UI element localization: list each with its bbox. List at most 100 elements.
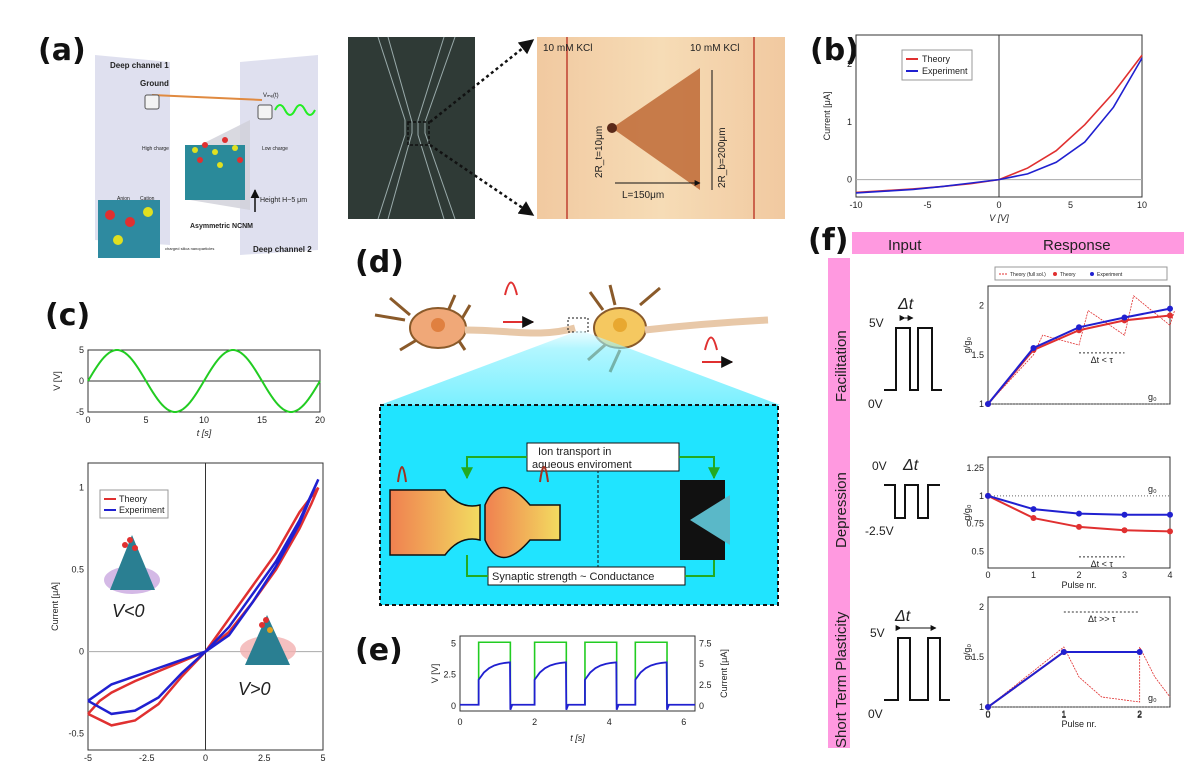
data-point — [1167, 528, 1173, 535]
cation-label: Cation — [140, 196, 155, 202]
x-tick-label: 5 — [143, 415, 148, 425]
x-tick-label: 0 — [85, 415, 90, 425]
deep-channel-1-label: Deep channel 1 — [110, 61, 169, 70]
y-tick-label: 1.25 — [966, 463, 984, 473]
panel-label-c: (c) — [45, 298, 90, 333]
input-f2-dt: Δt — [902, 457, 919, 474]
kcl-left-label: 10 mM KCl — [543, 43, 592, 54]
y-tick-label: 0 — [79, 647, 84, 657]
data-point — [1030, 515, 1037, 522]
chart-c-bottom: -5-2.502.55-0.500.51V [V]Current [μA]The… — [50, 462, 326, 763]
y-tick-label: 0 — [451, 701, 456, 711]
annotation-v-neg: V<0 — [112, 601, 145, 621]
series-sine — [87, 349, 321, 413]
data-point — [1136, 649, 1143, 655]
y-tick-label: -5 — [76, 407, 84, 417]
input-f1-high: 5V — [869, 316, 884, 330]
interval-label: Δt < τ — [1091, 559, 1114, 569]
y-tick-label: 1 — [979, 702, 984, 712]
legend-label: Experiment — [922, 66, 968, 76]
zoomed-channel-image: 10 mM KCl 10 mM KCl 2R_t=10μm 2R_b=200μm… — [537, 37, 785, 219]
x-axis-label: t [s] — [197, 428, 212, 438]
data-point — [1121, 314, 1128, 321]
legend-label: Theory — [119, 494, 148, 504]
data-point — [1076, 510, 1082, 517]
x-tick-label: 0 — [996, 200, 1001, 210]
legend-box — [99, 489, 169, 519]
data-point — [1167, 305, 1173, 312]
data-point — [1030, 344, 1037, 351]
series-experiment — [87, 478, 320, 716]
data-point — [1060, 649, 1067, 655]
kcl-right-label: 10 mM KCl — [690, 43, 739, 54]
y-tick-label: 1 — [847, 117, 852, 127]
x-tick-label: 1 — [1031, 570, 1036, 580]
legend-label: Experiment — [119, 505, 165, 515]
series-full-solution — [987, 295, 1175, 405]
input-f3-low: 0V — [868, 707, 883, 721]
legend-box — [901, 49, 973, 81]
x-tick-label: -2.5 — [139, 753, 155, 763]
device-schematic: Deep channel 1 Deep channel 2 Ground Vₘₑ… — [95, 55, 318, 258]
y-tick-label: 0.5 — [71, 565, 84, 575]
input-f1-low: 0V — [868, 397, 883, 411]
y-tick-label: 5 — [451, 638, 456, 648]
y-tick-label: 1.5 — [971, 350, 984, 360]
plot-frame — [459, 635, 696, 712]
tip-diameter-label: 2R_t=10μm — [594, 126, 605, 178]
x-tick-label: 2 — [1137, 709, 1142, 719]
base-diameter-label: 2R_b=200μm — [717, 127, 728, 188]
ion-transport-line2: aqueous enviroment — [532, 459, 632, 471]
y-right-tick-label: 7.5 — [699, 638, 712, 648]
y-axis-label: V [V] — [430, 664, 440, 684]
synapse-box: Ion transport in aqueous enviroment Syna… — [379, 404, 779, 606]
x-tick-label: 10 — [199, 415, 209, 425]
y-tick-label: 0.5 — [971, 546, 984, 556]
data-point — [1030, 506, 1037, 513]
input-f3-high: 5V — [870, 626, 885, 640]
g0-label: g₀ — [1148, 693, 1157, 703]
ncnm-label: Asymmetric NCNM — [190, 223, 253, 230]
panel-label-b: (b) — [810, 33, 859, 68]
panel-label-a: (a) — [38, 33, 86, 68]
y-axis-label: Current [μA] — [50, 582, 60, 631]
y-tick-label: -0.5 — [68, 729, 84, 739]
response-header: Response — [1043, 237, 1111, 254]
ion-transport-line1: Ion transport in — [538, 446, 611, 458]
data-point — [1167, 312, 1173, 319]
y-tick-label: 0 — [79, 376, 84, 386]
y-tick-label: 2.5 — [443, 670, 456, 680]
plasticity-table: Input Response Facilitation Depression S… — [828, 232, 1184, 748]
x-axis-label: V [V] — [989, 213, 1009, 223]
x-tick-label: -5 — [923, 200, 931, 210]
anion-label: Anion — [117, 196, 130, 202]
x-tick-label: 6 — [681, 717, 686, 727]
y-axis-label: g/g₀ — [962, 337, 972, 354]
legend-label: Theory — [922, 54, 951, 64]
y-axis-label: g/g₀ — [962, 644, 972, 661]
x-tick-label: 0 — [985, 709, 990, 719]
series-current — [460, 661, 695, 711]
x-tick-label: 5 — [320, 753, 325, 763]
facilitation-label: Facilitation — [833, 330, 850, 402]
synaptic-strength-label: Synaptic strength ~ Conductance — [492, 571, 654, 583]
data-point — [985, 401, 991, 407]
microscope-image — [348, 36, 475, 220]
x-axis-label: Pulse nr. — [1061, 719, 1096, 729]
x-axis-label: t [s] — [570, 733, 585, 743]
deep-channel-2-label: Deep channel 2 — [253, 245, 312, 254]
x-tick-label: 1 — [1061, 710, 1066, 720]
x-tick-label: 4 — [607, 717, 612, 727]
panel-label-d: (d) — [355, 245, 404, 280]
ground-label: Ground — [140, 79, 169, 88]
legend-full: Theory (full sol.) — [1010, 272, 1046, 278]
y-tick-label: 0 — [847, 175, 852, 185]
x-tick-label: 0 — [457, 717, 462, 727]
